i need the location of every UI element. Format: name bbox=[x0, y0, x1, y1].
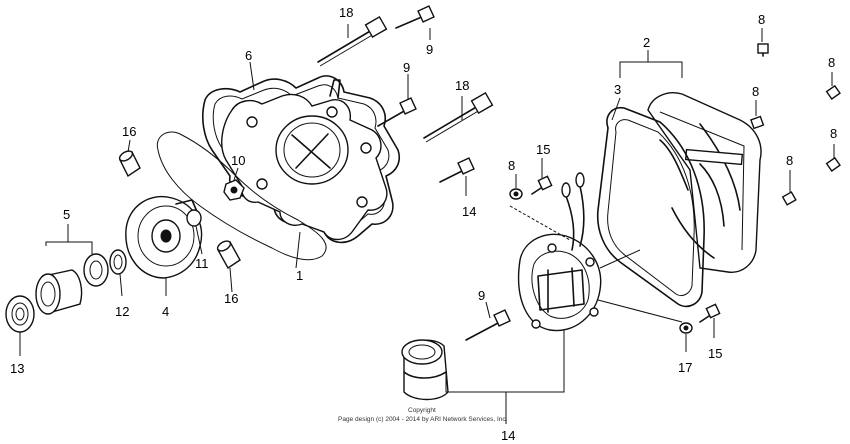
callout-9-mid: 9 bbox=[403, 60, 410, 75]
callout-8-mid: 8 bbox=[752, 84, 759, 99]
gasket-3 bbox=[596, 106, 705, 308]
callout-1: 1 bbox=[296, 268, 303, 283]
screw-14-upper bbox=[531, 175, 553, 195]
bolt-9-right bbox=[439, 157, 475, 183]
callout-16-lower: 16 bbox=[224, 291, 238, 306]
callout-4: 4 bbox=[162, 304, 169, 319]
callout-18-mid: 18 bbox=[455, 78, 469, 93]
callout-16-upper: 16 bbox=[122, 124, 136, 139]
callout-2: 2 bbox=[643, 35, 650, 50]
callout-3: 3 bbox=[614, 82, 621, 97]
bolt-18-top bbox=[317, 15, 388, 67]
bolt-18-mid bbox=[423, 91, 494, 143]
callout-15-upper: 8 bbox=[508, 158, 515, 173]
screw-8 bbox=[825, 84, 841, 100]
pump-body-4 bbox=[125, 196, 203, 279]
screw-8 bbox=[757, 43, 769, 57]
copyright-line-2: Page design (c) 2004 - 2014 by ARI Netwo… bbox=[338, 416, 508, 423]
copyright-line-1: Copyright bbox=[408, 407, 436, 414]
callout-10: 10 bbox=[231, 153, 245, 168]
callout-8-lower: 8 bbox=[786, 153, 793, 168]
callout-18-top: 18 bbox=[339, 5, 353, 20]
dowel-16-lower bbox=[216, 240, 241, 270]
callout-13: 13 bbox=[10, 361, 24, 376]
callout-9-top: 9 bbox=[426, 42, 433, 57]
callout-14-lower: 15 bbox=[708, 346, 722, 361]
leader-lines bbox=[19, 24, 835, 424]
callout-15-lower: 17 bbox=[678, 360, 692, 375]
bolt-9-mid bbox=[377, 97, 417, 127]
callout-labels: 18 9 6 9 18 16 10 5 11 12 4 16 1 13 8 2 … bbox=[10, 5, 837, 443]
seal-13 bbox=[5, 295, 35, 333]
callout-7: 14 bbox=[501, 428, 515, 443]
washer-11 bbox=[186, 209, 202, 227]
washer-15-lower bbox=[679, 322, 693, 334]
stator-assembly bbox=[518, 233, 602, 332]
dowel-16-upper bbox=[118, 150, 141, 178]
callout-12: 12 bbox=[115, 304, 129, 319]
screw-14-lower bbox=[699, 303, 721, 323]
screw-8 bbox=[750, 115, 765, 130]
o-ring-seal bbox=[156, 131, 327, 261]
screw-8 bbox=[825, 156, 841, 172]
callout-6: 6 bbox=[245, 48, 252, 63]
callout-14-upper: 15 bbox=[536, 142, 550, 157]
housing-2 bbox=[647, 92, 762, 273]
bolt-17 bbox=[465, 309, 511, 341]
washer-12 bbox=[109, 249, 127, 275]
callout-8-right-mid: 8 bbox=[830, 126, 837, 141]
callout-8-right-top: 8 bbox=[828, 55, 835, 70]
pump-cover-1 bbox=[221, 79, 388, 241]
nut-10 bbox=[223, 179, 245, 201]
rotor-7 bbox=[401, 339, 449, 401]
bolt-9-top bbox=[395, 5, 435, 29]
bearing-5 bbox=[35, 253, 109, 315]
callout-11: 11 bbox=[195, 256, 209, 271]
callout-9-right: 14 bbox=[462, 204, 476, 219]
wire-leads bbox=[561, 172, 585, 251]
screw-8 bbox=[781, 191, 797, 206]
callout-17: 9 bbox=[478, 288, 485, 303]
washer-15-upper bbox=[509, 188, 523, 200]
callout-8-top: 8 bbox=[758, 12, 765, 27]
callout-5: 5 bbox=[63, 207, 70, 222]
